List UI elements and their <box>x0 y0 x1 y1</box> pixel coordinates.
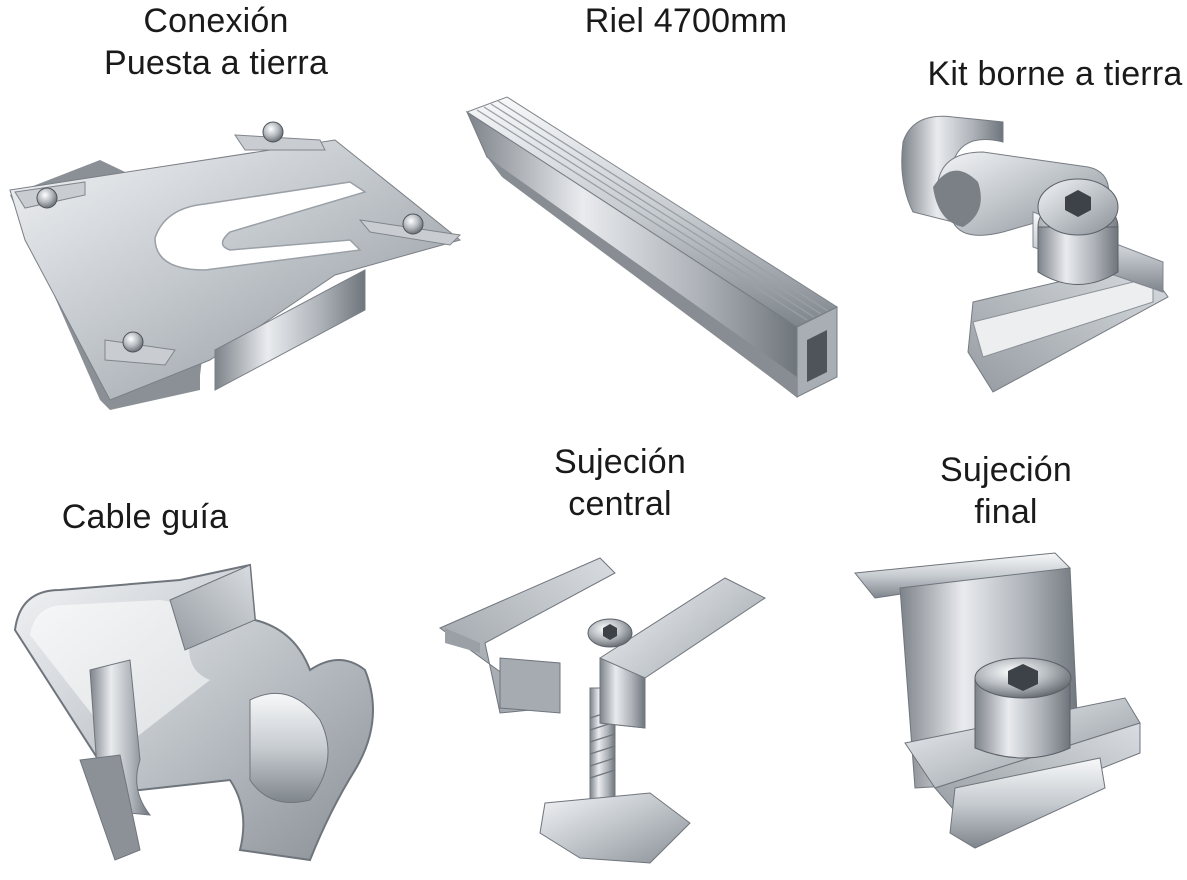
label-line: Riel 4700mm <box>584 2 788 40</box>
grounding-plate-icon <box>5 120 465 410</box>
label-line: central <box>568 485 672 523</box>
label-line: Sujeción <box>553 443 687 481</box>
label-mid-clamp: Sujeción central <box>520 441 720 525</box>
label-cable-guide: Cable guía <box>45 496 245 538</box>
cable-clip-icon <box>10 560 380 870</box>
label-grounding-connection: Conexión Puesta a tierra <box>86 0 346 84</box>
label-ground-clamp-kit: Kit borne a tierra <box>914 53 1187 95</box>
end-clamp-icon <box>854 548 1145 870</box>
label-line: Sujeción <box>939 451 1073 489</box>
mounting-rail-icon <box>462 92 862 402</box>
label-line: final <box>974 493 1038 531</box>
label-end-clamp: Sujeción final <box>906 449 1106 533</box>
label-line: Cable guía <box>61 498 229 536</box>
grounding-clamp-icon <box>893 112 1173 397</box>
label-line: Kit borne a tierra <box>927 55 1183 93</box>
label-rail: Riel 4700mm <box>556 0 816 42</box>
mid-clamp-icon <box>439 548 770 870</box>
label-line: Puesta a tierra <box>103 44 329 82</box>
label-line: Conexión <box>143 2 289 40</box>
